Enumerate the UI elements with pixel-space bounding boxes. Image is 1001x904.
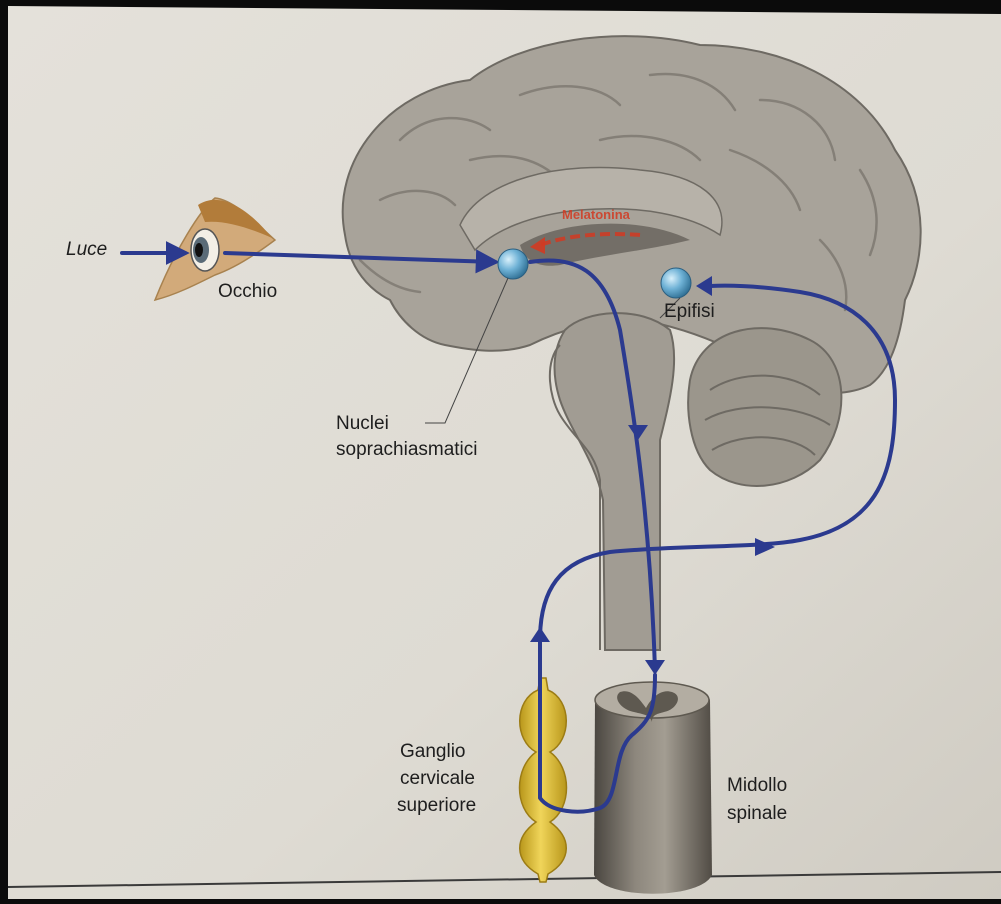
ganglion-label-line1: Ganglio <box>400 741 466 762</box>
suprachiasmatic-nucleus <box>498 249 528 279</box>
nucleus-label-line2: soprachiasmatici <box>336 439 478 460</box>
eye-label: Occhio <box>218 281 277 302</box>
pupil <box>195 243 203 257</box>
ganglion-chain <box>520 678 567 882</box>
light-label: Luce <box>66 239 107 260</box>
hormone-label: Melatonina <box>562 207 631 222</box>
ganglion-label-line2: cervicale <box>400 768 475 789</box>
spinal-cord-label-line2: spinale <box>727 803 787 824</box>
spinal-cord-label-line1: Midollo <box>727 775 787 796</box>
nucleus-label-line1: Nuclei <box>336 413 389 434</box>
pineal-gland <box>661 268 691 298</box>
pineal-label: Epifisi <box>664 301 715 322</box>
ganglion-label-line3: superiore <box>397 795 476 816</box>
ganglion-illustration <box>520 678 567 882</box>
